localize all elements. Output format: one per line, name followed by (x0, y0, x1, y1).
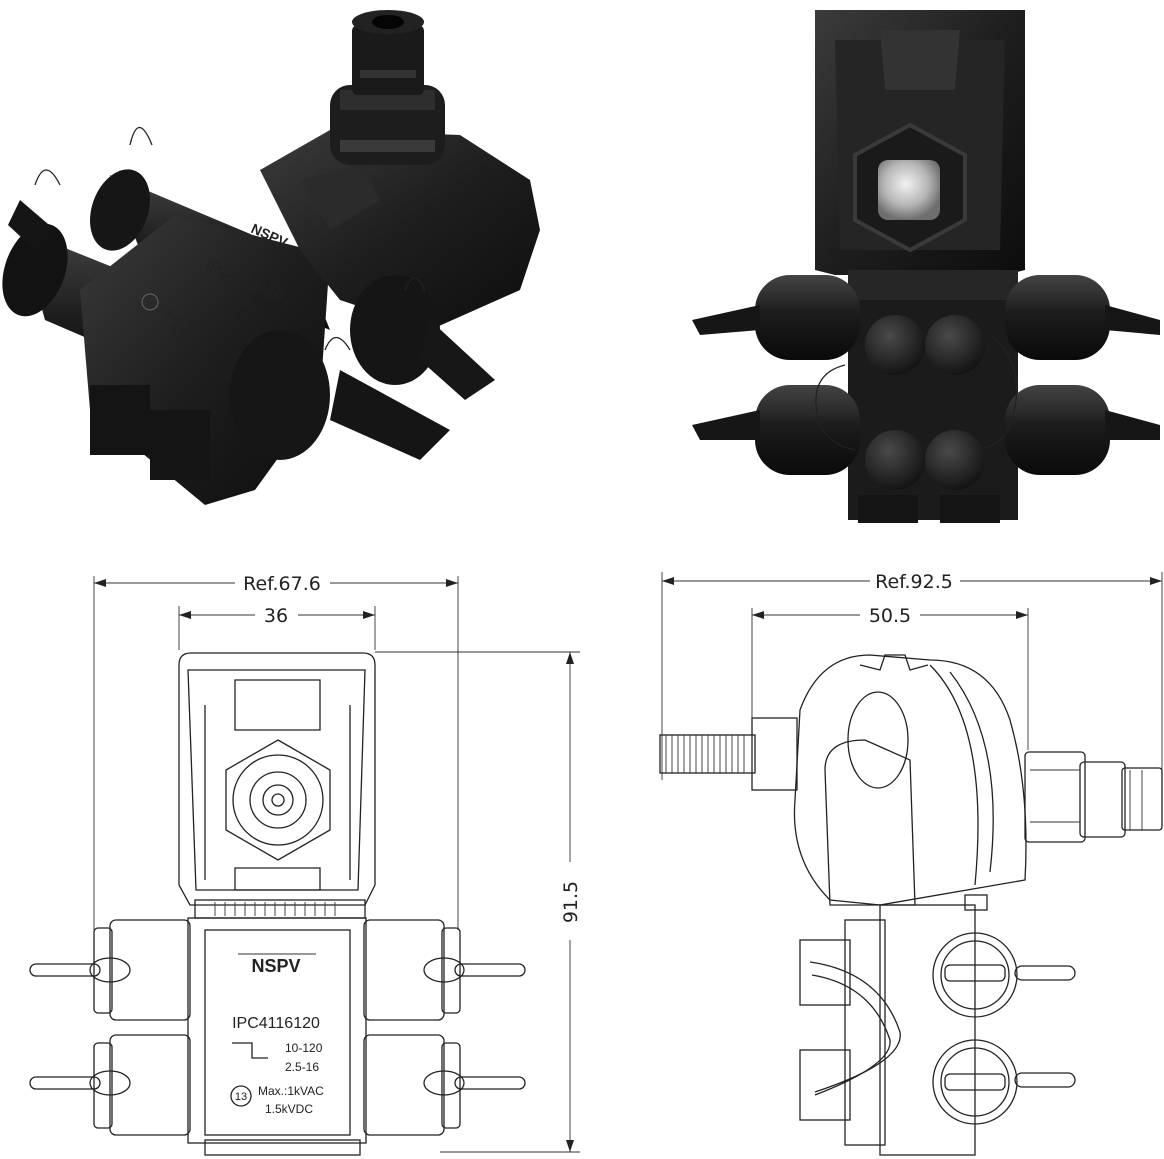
front-wing (454, 963, 526, 977)
wing-handle-left (8, 200, 55, 250)
front-cylinder (109, 919, 191, 1021)
wing-tab (1105, 410, 1160, 440)
lanyard-loop (324, 336, 351, 351)
cap (865, 430, 925, 490)
wing-tab (1105, 305, 1160, 335)
photo-isometric-view: IPC4116120 NSPV 10-120 2.5-16 Max.:1kVAC… (2, 10, 540, 505)
cap (150, 410, 210, 480)
tap-cylinder-lower-left (755, 385, 860, 475)
side-main-housing (793, 654, 1027, 906)
side-tap-cylinder (799, 939, 851, 1006)
cap (925, 430, 985, 490)
dim-front-body-width: 36 (178, 605, 376, 650)
side-cap (932, 932, 1018, 1018)
side-cap (932, 1039, 1018, 1125)
side-shear-head (1024, 751, 1086, 843)
side-wing (1014, 1072, 1076, 1088)
front-model-text: IPC4116120 (232, 1015, 320, 1032)
dim-side-body-width: 50.5 (751, 605, 1029, 765)
front-tap-range: 2.5-16 (285, 1060, 319, 1074)
front-tap-body (187, 917, 367, 1144)
tap-cylinder-upper-left (755, 275, 860, 360)
wing-handle-front (330, 370, 450, 460)
drawing-side-view: Ref.92.5 50.5 (659, 571, 1163, 1156)
front-total-width-label: Ref.67.6 (243, 573, 321, 595)
front-height-label: 91.5 (560, 881, 582, 923)
cap (865, 315, 925, 375)
front-wing (29, 1076, 101, 1090)
front-body-width-label: 36 (264, 605, 288, 627)
side-tap-body (879, 904, 976, 1156)
dim-front-total-width: Ref.67.6 (93, 573, 459, 930)
front-wrench-size: 13 (235, 1091, 247, 1103)
front-barrel-end-lower (230, 330, 330, 460)
iso-wrench-badge (141, 293, 159, 311)
side-wing (1014, 965, 1076, 981)
front-cylinder (109, 1034, 191, 1136)
side-body-width-label: 50.5 (869, 605, 911, 627)
wing-handle-right (420, 320, 495, 400)
side-tap-cylinder (799, 1049, 851, 1121)
shear-head-bolt (330, 10, 445, 165)
front-brand-text: NSPV (251, 956, 300, 976)
lanyard-loop (404, 277, 426, 293)
cap (925, 315, 985, 375)
tap-cylinder-upper-right (1005, 275, 1110, 360)
lanyard-loop (129, 126, 153, 146)
front-cylinder (363, 1034, 445, 1136)
dim-side-total-width: Ref.92.5 (661, 571, 1163, 780)
front-main-range: 10-120 (285, 1041, 323, 1055)
lanyard-loop (34, 169, 61, 186)
top-tap-body (848, 270, 1018, 520)
cap (90, 385, 150, 455)
side-threaded-bolt (659, 717, 798, 791)
side-total-width-label: Ref.92.5 (875, 571, 953, 593)
wing-tab (692, 410, 760, 440)
photo-top-view (692, 10, 1160, 523)
drawing-front-view: Ref.67.6 36 91.5 (29, 573, 582, 1156)
front-voltage-ac: Max.:1kVAC (258, 1084, 324, 1098)
dim-front-height: 91.5 (375, 651, 582, 1153)
front-voltage-dc: 1.5kVDC (265, 1102, 313, 1116)
tap-cylinder-lower-right (1005, 385, 1110, 475)
front-wrench-badge (230, 1085, 252, 1107)
front-hex-nut (225, 739, 331, 861)
wing-tab (692, 305, 760, 335)
front-wing (29, 963, 101, 977)
front-wing (454, 1076, 526, 1090)
front-barrel-end (350, 275, 440, 385)
bolt-head-metal (878, 160, 940, 220)
front-cylinder (363, 919, 445, 1021)
